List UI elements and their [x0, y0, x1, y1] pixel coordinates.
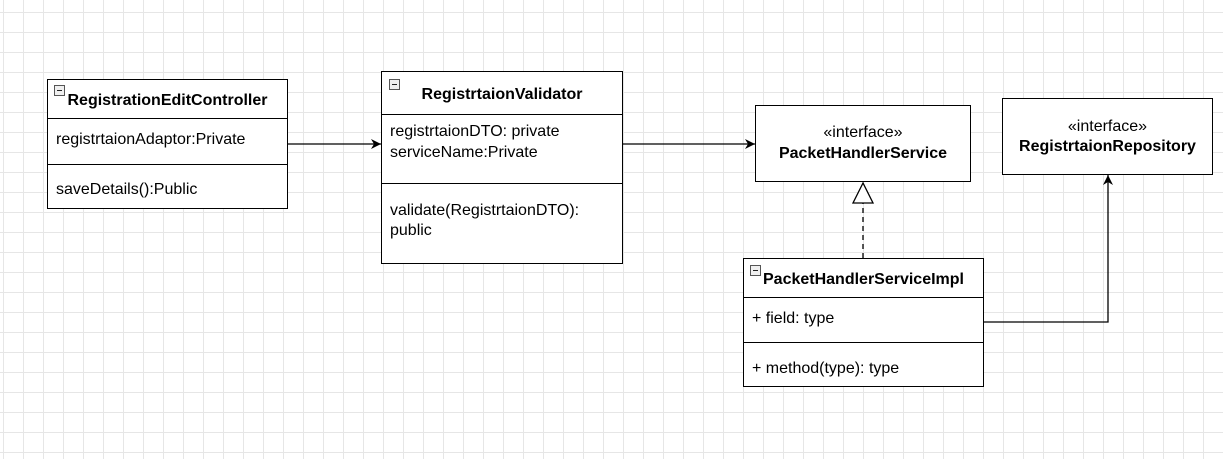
class-operation: public: [390, 222, 432, 239]
class-divider: [744, 342, 983, 343]
class-operation: validate(RegistrtaionDTO):: [390, 202, 580, 219]
class-name: RegistrtaionValidator: [421, 86, 583, 103]
class-registrtaion-validator[interactable]: RegistrtaionValidator registrtaionDTO: p…: [381, 71, 623, 264]
class-divider: [382, 183, 622, 184]
interface-stereotype: «interface»: [1067, 118, 1148, 135]
interface-name: PacketHandlerService: [778, 145, 948, 162]
class-packet-handler-service-impl[interactable]: PacketHandlerServiceImpl + field: type +…: [743, 258, 984, 387]
class-operation: + method(type): type: [752, 360, 900, 377]
class-divider: [48, 164, 287, 165]
interface-packet-handler-service[interactable]: «interface» PacketHandlerService: [755, 105, 971, 182]
interface-stereotype: «interface»: [823, 124, 903, 141]
class-attribute: + field: type: [752, 310, 835, 327]
collapse-icon[interactable]: [750, 265, 761, 276]
class-attribute: serviceName:Private: [390, 144, 538, 161]
class-divider: [48, 118, 287, 119]
class-divider: [382, 114, 622, 115]
interface-name: RegistrtaionRepository: [1019, 138, 1196, 155]
class-divider: [744, 297, 983, 298]
interface-registrtaion-repository[interactable]: «interface» RegistrtaionRepository: [1002, 98, 1213, 175]
class-name: RegistrationEditController: [67, 92, 268, 109]
class-operation: saveDetails():Public: [56, 181, 198, 198]
class-registration-edit-controller[interactable]: RegistrationEditController registrtaionA…: [47, 79, 288, 209]
collapse-icon[interactable]: [54, 85, 65, 96]
realization-triangle-icon: [851, 181, 875, 204]
class-name: PacketHandlerServiceImpl: [763, 271, 964, 288]
class-attribute: registrtaionDTO: private: [390, 123, 560, 140]
collapse-icon[interactable]: [389, 79, 400, 90]
class-attribute: registrtaionAdaptor:Private: [56, 131, 246, 148]
association-impl-to-registrtaion-repository[interactable]: [984, 175, 1113, 323]
